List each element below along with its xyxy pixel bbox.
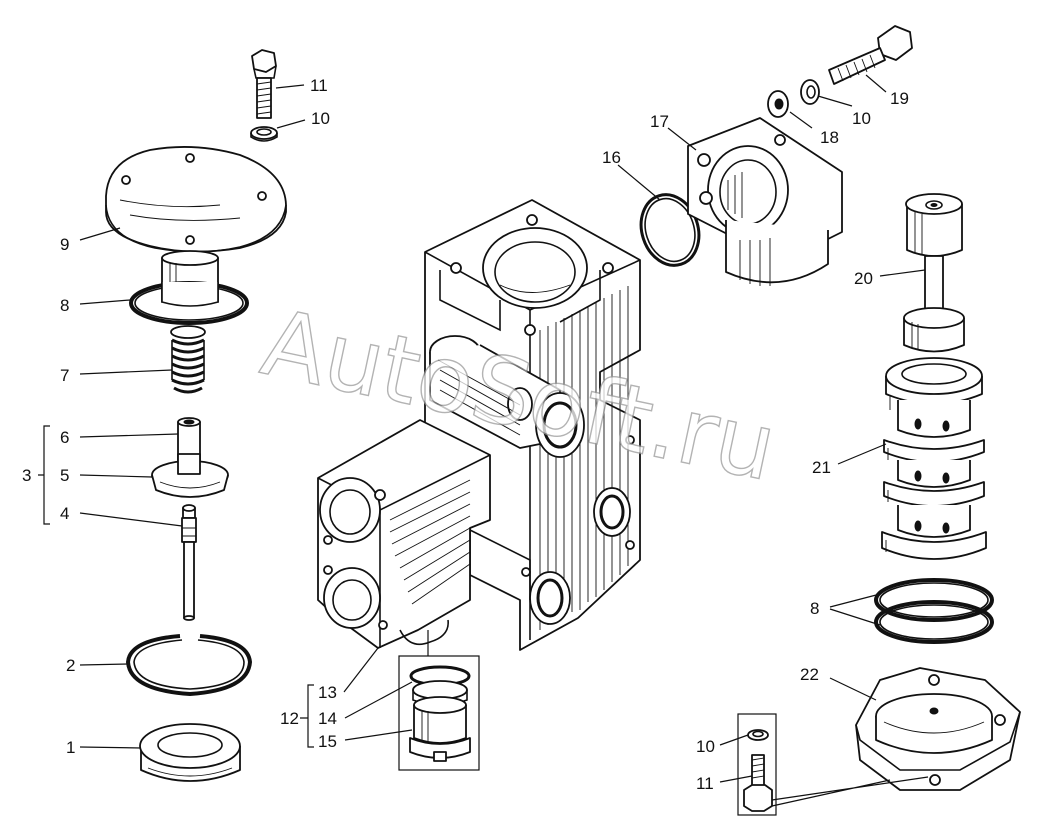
label-11-top: 11 — [310, 76, 328, 95]
plate-5 — [151, 453, 229, 498]
oring-8-left — [129, 281, 249, 325]
plunger-20 — [903, 193, 965, 353]
label-17: 17 — [650, 112, 669, 131]
cover-22 — [855, 667, 1021, 791]
label-20: 20 — [854, 269, 873, 288]
label-10-bottom: 10 — [696, 737, 715, 756]
label-5: 5 — [60, 466, 69, 485]
label-19: 19 — [890, 89, 909, 108]
label-11-bottom: 11 — [696, 774, 714, 793]
cover-9 — [105, 146, 287, 303]
ring-1 — [139, 723, 241, 782]
label-22: 22 — [800, 665, 819, 684]
label-10-right: 10 — [852, 109, 871, 128]
label-4: 4 — [60, 504, 69, 523]
label-16: 16 — [602, 148, 621, 167]
label-6: 6 — [60, 428, 69, 447]
washer-10-top — [250, 126, 278, 142]
spool-21 — [881, 357, 987, 560]
callout-labels: 11 10 9 8 7 6 5 3 4 2 1 13 12 14 15 16 1… — [22, 76, 909, 793]
label-12: 12 — [280, 709, 299, 728]
snap-ring-2 — [125, 634, 253, 697]
label-9: 9 — [60, 235, 69, 254]
label-8-left: 8 — [60, 296, 69, 315]
valve-body — [317, 199, 641, 651]
washer-10-right — [800, 79, 820, 105]
flange-17 — [687, 117, 843, 286]
bolt-19 — [828, 25, 913, 85]
inset-box-10-11 — [737, 713, 929, 816]
spring-7 — [170, 325, 206, 394]
bolt-11-top — [251, 49, 277, 119]
label-14: 14 — [318, 709, 337, 728]
label-8-right: 8 — [810, 599, 819, 618]
washer-18 — [767, 90, 789, 118]
label-18: 18 — [820, 128, 839, 147]
label-21: 21 — [812, 458, 831, 477]
label-2: 2 — [66, 656, 75, 675]
label-15: 15 — [318, 732, 337, 751]
label-10-top: 10 — [311, 109, 330, 128]
label-13: 13 — [318, 683, 337, 702]
label-7: 7 — [60, 366, 69, 385]
oring-8-right — [874, 578, 994, 644]
label-1: 1 — [66, 738, 75, 757]
leader-lines — [38, 74, 926, 783]
inset-box-12 — [398, 630, 480, 771]
label-3: 3 — [22, 466, 31, 485]
stem-4 — [181, 504, 197, 621]
